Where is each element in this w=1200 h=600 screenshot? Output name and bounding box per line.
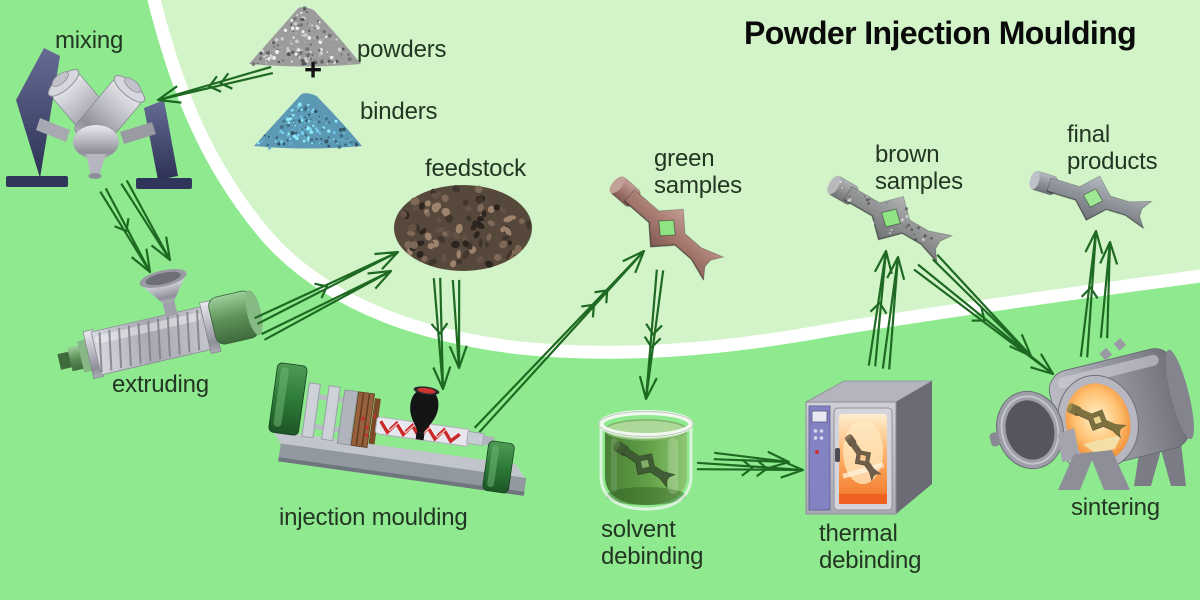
binders-pile (254, 93, 362, 150)
sample-in-beaker (613, 441, 677, 489)
label-green-samples: green samples (654, 145, 742, 199)
feedstock-pile (394, 185, 532, 271)
label-binders: binders (360, 98, 438, 125)
arrow-feedstock-to-injection-moulding (430, 277, 468, 391)
label-brown-samples: brown samples (875, 141, 963, 195)
arrow-solvent-debinding-to-thermal-debinding (696, 450, 805, 479)
brown-sample (827, 175, 954, 264)
arrow-mixing-to-extruding (99, 179, 172, 274)
label-sintering: sintering (1071, 494, 1160, 521)
arrow-brown-samples-to-sintering (913, 254, 1055, 376)
arrow-thermal-debinding-to-brown-samples (867, 249, 906, 370)
beaker-illustration (598, 410, 694, 511)
label-injection-moulding: injection moulding (279, 504, 468, 531)
oven-illustration (805, 380, 934, 515)
arrow-green-samples-to-solvent-debinding (638, 269, 665, 401)
green-sample (609, 176, 725, 282)
injection-moulding-machine-illustration (268, 362, 527, 496)
powders-pile (249, 6, 361, 67)
arrow-extruding-to-feedstock (254, 250, 400, 341)
furnace-illustration (989, 338, 1194, 490)
plus-sign: + (304, 52, 322, 87)
label-solvent-debinding: solvent debinding (601, 516, 704, 570)
boundary-curve (147, 0, 1200, 359)
arrow-injection-moulding-to-green-samples (473, 249, 646, 433)
label-mixing: mixing (55, 27, 124, 54)
sample-in-furnace (1066, 403, 1128, 439)
final-product-sample (1029, 170, 1153, 230)
label-powders: powders (357, 36, 447, 63)
label-extruding: extruding (112, 371, 209, 398)
extruder-illustration (57, 268, 263, 380)
mixer-illustration (6, 48, 192, 189)
sample-in-oven (844, 434, 883, 482)
label-feedstock: feedstock (425, 155, 526, 182)
diagram-title: Powder Injection Moulding (744, 15, 1137, 51)
arrow-powders-binders-to-mixing (156, 65, 274, 104)
label-final-products: final products (1067, 121, 1158, 175)
label-thermal-debinding: thermal debinding (819, 520, 922, 574)
arrow-sintering-to-final-products (1079, 229, 1119, 358)
